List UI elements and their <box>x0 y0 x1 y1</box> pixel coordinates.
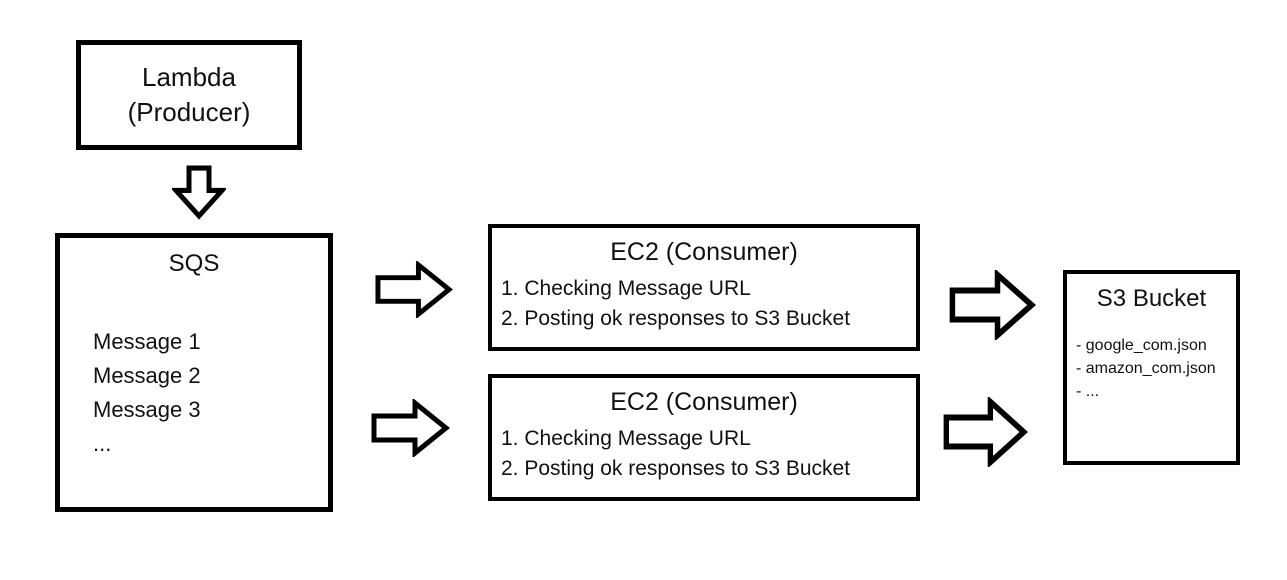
ec2-step-list: 1. Checking Message URL 2. Posting ok re… <box>492 424 916 484</box>
sqs-queue-box: SQS Message 1 Message 2 Message 3 ... <box>55 233 333 512</box>
ec2-step-item: 2. Posting ok responses to S3 Bucket <box>501 457 851 480</box>
sqs-message-item: Message 1 <box>93 329 201 354</box>
sqs-message-list: Message 1 Message 2 Message 3 ... <box>60 325 328 461</box>
ec2-step-list: 1. Checking Message URL 2. Posting ok re… <box>492 274 916 334</box>
ec2-consumer-box-1: EC2 (Consumer) 1. Checking Message URL 2… <box>488 224 920 351</box>
sqs-message-item: Message 2 <box>93 363 201 388</box>
arrow-right-icon <box>942 397 1028 467</box>
lambda-title-line1: Lambda <box>142 62 236 92</box>
lambda-producer-box: Lambda (Producer) <box>76 40 302 150</box>
s3-file-item: - google_com.json <box>1076 337 1207 354</box>
arrow-down-icon <box>172 164 226 220</box>
ec2-step-item: 1. Checking Message URL <box>501 427 751 450</box>
lambda-title-line2: (Producer) <box>127 97 251 127</box>
arrow-right-icon <box>370 399 450 457</box>
sqs-title: SQS <box>168 250 220 277</box>
ec2-step-item: 2. Posting ok responses to S3 Bucket <box>501 307 851 330</box>
sqs-message-item: ... <box>93 431 112 456</box>
ec2-step-item: 1. Checking Message URL <box>501 277 751 300</box>
sqs-message-item: Message 3 <box>93 397 201 422</box>
s3-file-item: - amazon_com.json <box>1076 360 1216 377</box>
s3-bucket-box: S3 Bucket - google_com.json - amazon_com… <box>1063 270 1240 465</box>
arrow-right-icon <box>374 261 453 318</box>
ec2-title: EC2 (Consumer) <box>610 388 798 416</box>
ec2-title: EC2 (Consumer) <box>610 238 798 266</box>
s3-file-list: - google_com.json - amazon_com.json - ..… <box>1067 334 1236 403</box>
ec2-consumer-box-2: EC2 (Consumer) 1. Checking Message URL 2… <box>488 374 920 501</box>
s3-title: S3 Bucket <box>1096 285 1207 312</box>
arrow-right-icon <box>948 270 1036 340</box>
s3-file-item: - ... <box>1076 383 1100 400</box>
